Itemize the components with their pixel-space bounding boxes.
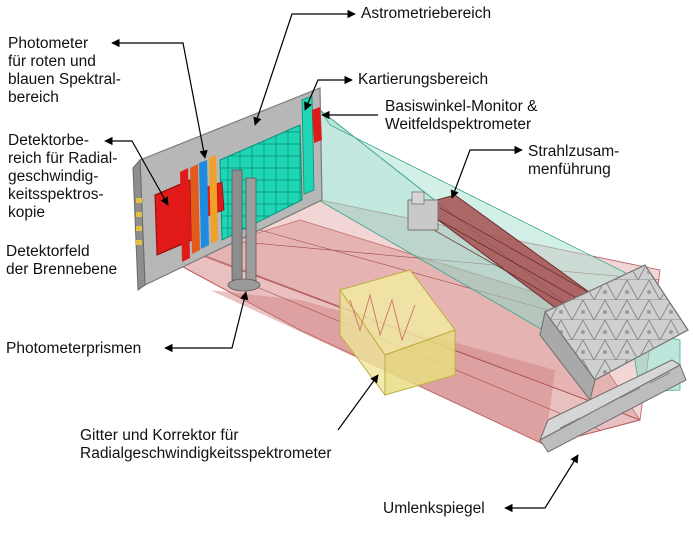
label-detektorfeld: Detektorfeld der Brennebene [6, 243, 117, 279]
label-gitter: Gitter und Korrektor für Radialgeschwind… [80, 427, 332, 463]
label-line: Kartierungsbereich [358, 71, 489, 88]
photometer-prisms [227, 169, 261, 292]
label-line: Weitfeldspektrometer [385, 116, 532, 133]
label-photometerprismen: Photometerprismen [6, 340, 141, 358]
label-strahlzusammenfuehrung: Strahlzusam- menführung [528, 143, 619, 179]
primary-mirror [539, 264, 689, 402]
label-line: reich für Radial- [8, 150, 118, 167]
label-line: geschwindig- [8, 168, 99, 185]
label-line: Astrometriebereich [361, 5, 492, 22]
label-line: Detektorbe- [8, 132, 89, 149]
label-astrometriebereich: Astrometriebereich [361, 5, 491, 23]
leader-arrows [104, 9, 579, 513]
grating-corrector [339, 269, 456, 397]
fold-mirror [539, 359, 687, 453]
label-line: keitsspektros- [8, 186, 104, 203]
label-line: Photometerprismen [6, 340, 142, 357]
label-detektorbereich: Detektorbe- reich für Radial- geschwindi… [8, 132, 117, 222]
label-line: Gitter und Korrektor für [80, 427, 239, 444]
label-basiswinkel: Basiswinkel-Monitor & Weitfeldspektromet… [385, 98, 537, 134]
label-line: der Brennebene [6, 261, 118, 278]
label-line: Photometer [8, 35, 89, 52]
label-line: kopie [8, 204, 46, 221]
label-umlenkspiegel: Umlenkspiegel [383, 500, 485, 518]
label-line: für roten und [8, 53, 96, 70]
label-line: Strahlzusam- [528, 143, 620, 160]
label-line: Basiswinkel-Monitor & [385, 98, 538, 115]
label-photometer: Photometer für roten und blauen Spektral… [8, 35, 121, 107]
label-line: Radialgeschwindigkeitsspektrometer [80, 445, 332, 462]
label-line: Umlenkspiegel [383, 500, 485, 517]
label-line: menführung [528, 161, 611, 178]
label-line: blauen Spektral- [8, 71, 121, 88]
label-line: bereich [8, 89, 59, 106]
label-kartierungsbereich: Kartierungsbereich [358, 71, 488, 89]
label-line: Detektorfeld [6, 243, 90, 260]
photometer-strips [180, 155, 218, 262]
